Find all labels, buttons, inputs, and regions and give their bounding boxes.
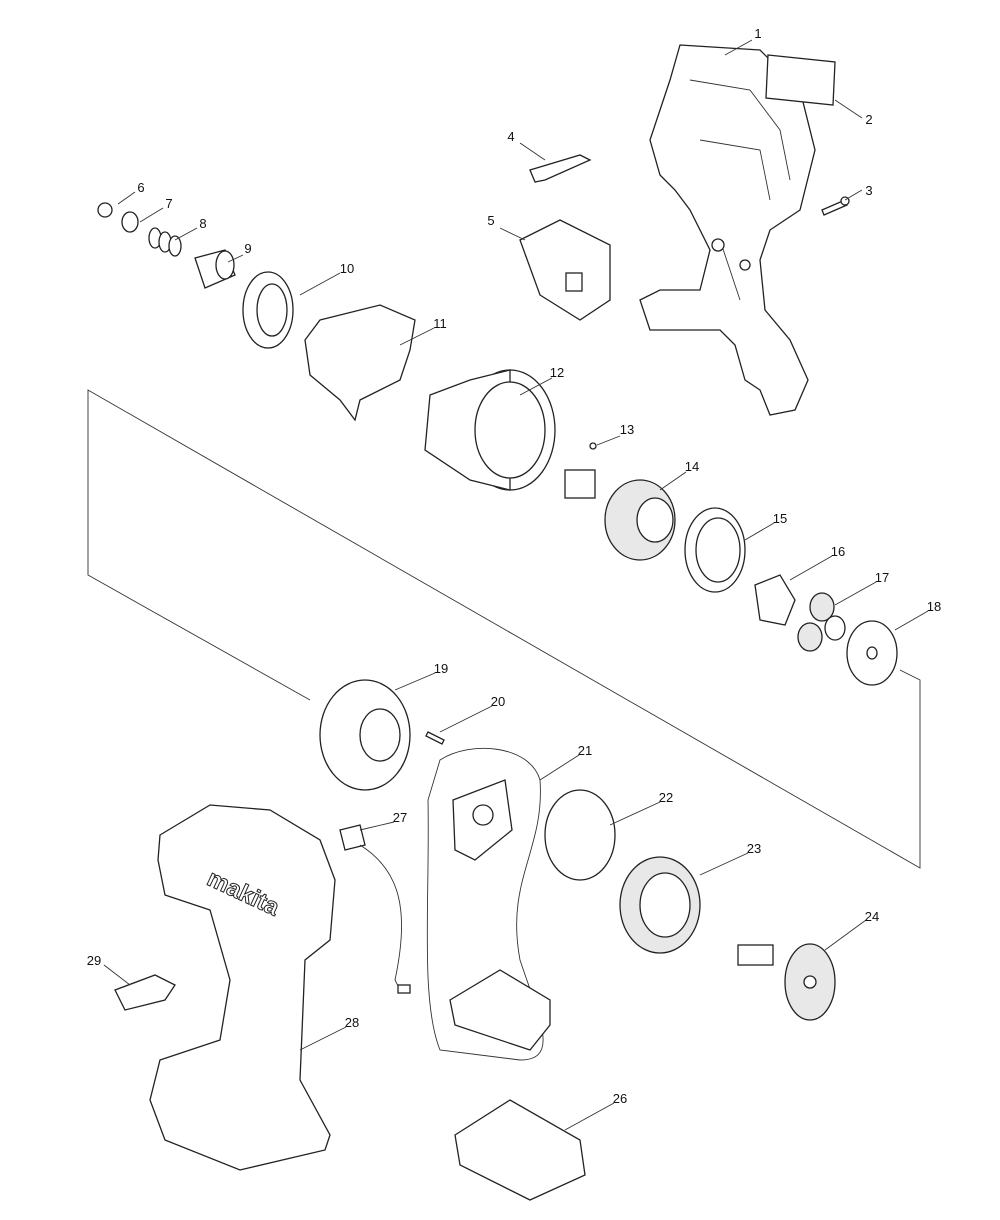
leader-line-7 — [139, 207, 164, 223]
part-27-led-wire — [339, 824, 411, 994]
leader-line-4 — [519, 142, 546, 161]
part-number-label: 11 — [433, 316, 447, 331]
part-19-fan-baffle — [319, 679, 411, 791]
part-2-label — [765, 54, 836, 106]
part-number-label: 2 — [865, 112, 872, 127]
part-16-gear-carrier — [754, 574, 796, 626]
part-1-housing — [639, 44, 816, 416]
leader-line-14 — [659, 471, 687, 491]
part-17-planet-gears — [797, 592, 846, 652]
leader-line-10 — [299, 272, 341, 296]
part-15-bearing — [684, 507, 746, 593]
part-number-label: 3 — [865, 183, 872, 198]
part-number-label: 28 — [345, 1015, 359, 1030]
leader-line-5 — [499, 227, 526, 241]
leader-line-24 — [824, 919, 867, 951]
part-number-label: 8 — [199, 216, 206, 231]
part-21-controller-set — [426, 747, 551, 1061]
leader-line-17 — [834, 581, 877, 606]
leader-line-16 — [789, 555, 833, 581]
part-number-label: 20 — [491, 694, 505, 709]
leader-line-13 — [596, 435, 621, 446]
leader-line-26 — [564, 1102, 615, 1131]
part-number-label: 17 — [875, 570, 889, 585]
leader-line-15 — [744, 522, 775, 541]
part-number-label: 15 — [773, 511, 787, 526]
part-4-switch-lever — [529, 154, 592, 183]
part-number-label: 16 — [831, 544, 845, 559]
leader-line-3 — [844, 189, 863, 201]
leader-line-8 — [174, 227, 198, 241]
leader-line-1 — [724, 39, 753, 56]
part-23-stator — [619, 856, 701, 954]
part-10-ring — [242, 271, 294, 349]
part-11-hammer-case-cover — [304, 304, 416, 422]
part-number-label: 7 — [165, 196, 172, 211]
leader-line-22 — [609, 801, 661, 826]
part-5-switch — [519, 219, 611, 321]
leader-line-21 — [539, 754, 580, 781]
part-29-cap — [114, 974, 176, 1011]
leader-line-23 — [699, 852, 749, 876]
part-number-label: 23 — [747, 841, 761, 856]
part-18-washer — [846, 620, 898, 686]
assembly-guide-lines — [87, 389, 921, 869]
leader-line-20 — [439, 705, 493, 733]
part-number-label: 6 — [137, 180, 144, 195]
part-24-rotor — [737, 943, 836, 1021]
part-number-label: 19 — [434, 661, 448, 676]
part-3-screw — [821, 196, 850, 216]
part-number-label: 5 — [487, 213, 494, 228]
parts-6-9-anvil-set — [97, 202, 236, 289]
leader-line-11 — [399, 327, 435, 346]
leader-line-27 — [359, 821, 395, 831]
leader-line-9 — [227, 254, 244, 263]
part-number-label: 10 — [340, 261, 354, 276]
part-number-label: 21 — [578, 743, 592, 758]
part-number-label: 4 — [507, 129, 514, 144]
part-28-housing-with-logo: makita — [149, 804, 336, 1171]
part-number-label: 29 — [87, 953, 101, 968]
part-number-label: 22 — [659, 790, 673, 805]
leader-line-28 — [299, 1026, 347, 1051]
part-22-ring — [544, 789, 616, 881]
part-14-spindle-assembly — [564, 469, 676, 561]
part-number-label: 26 — [613, 1091, 627, 1106]
part-20-screw — [425, 731, 445, 745]
leader-line-6 — [117, 191, 136, 205]
part-12-hammer-case — [424, 369, 556, 491]
part-number-label: 27 — [393, 810, 407, 825]
leader-line-19 — [394, 672, 436, 691]
part-number-label: 13 — [620, 422, 634, 437]
part-number-label: 1 — [754, 26, 761, 41]
part-number-label: 18 — [927, 599, 941, 614]
leader-line-29 — [103, 964, 131, 986]
part-13-ball — [589, 442, 597, 450]
part-number-label: 9 — [244, 241, 251, 256]
leader-line-18 — [894, 610, 929, 631]
part-number-label: 12 — [550, 365, 564, 380]
leader-line-2 — [834, 99, 863, 119]
part-number-label: 14 — [685, 459, 699, 474]
leader-line-12 — [519, 377, 553, 396]
part-26-battery-terminal — [454, 1099, 586, 1201]
part-number-label: 24 — [865, 909, 879, 924]
